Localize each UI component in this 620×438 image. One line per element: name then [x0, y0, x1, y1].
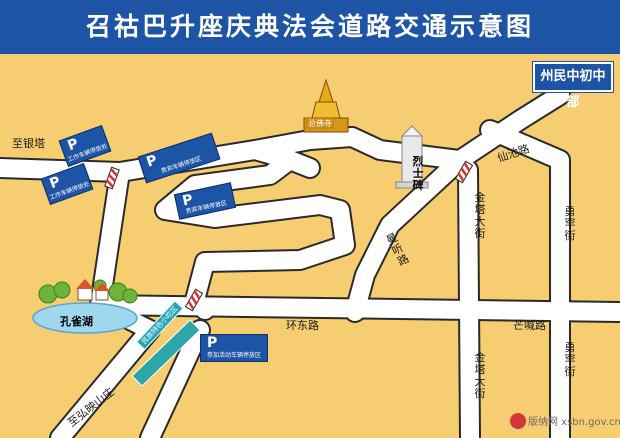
road-barrier-icon: [104, 160, 474, 312]
parking-sign-participant: P 参加活动车辆停放区: [200, 334, 268, 362]
map-title: 召祜巴升座庆典法会道路交通示意图: [85, 12, 534, 41]
zone-strip: [131, 319, 201, 387]
parking-icon: P: [144, 152, 160, 171]
watermark: 版纳网 xsbn.gov.cn: [528, 417, 620, 428]
road-label-jinta-north: 金塔大街: [474, 191, 486, 240]
lake-shape: [32, 302, 138, 334]
road-label-zhiyinta: 至银塔: [12, 137, 45, 150]
parking-label: 参加活动车辆停放区: [206, 352, 261, 359]
road-label-yonghan-south: 勇罕街: [564, 341, 576, 378]
parking-icon: P: [207, 335, 218, 351]
watermark-logo-icon: [510, 413, 526, 429]
lake-label: 孔雀湖: [60, 315, 93, 328]
road-label-yonghan-north: 勇罕街: [564, 205, 576, 242]
station-label: 州民中初中部: [533, 62, 613, 110]
house-icon: [76, 279, 110, 301]
road-label-jinta-south: 金塔大街: [474, 351, 486, 400]
title-bar: [0, 0, 620, 54]
temple-label: 总佛寺: [306, 118, 334, 129]
road-label-mangken: 芒喊路: [513, 319, 546, 332]
road-label-huandong: 环东路: [286, 319, 319, 332]
monument-label: 烈士碑: [412, 155, 424, 192]
tree-icon: [38, 279, 138, 304]
monument-icon: [395, 125, 429, 189]
